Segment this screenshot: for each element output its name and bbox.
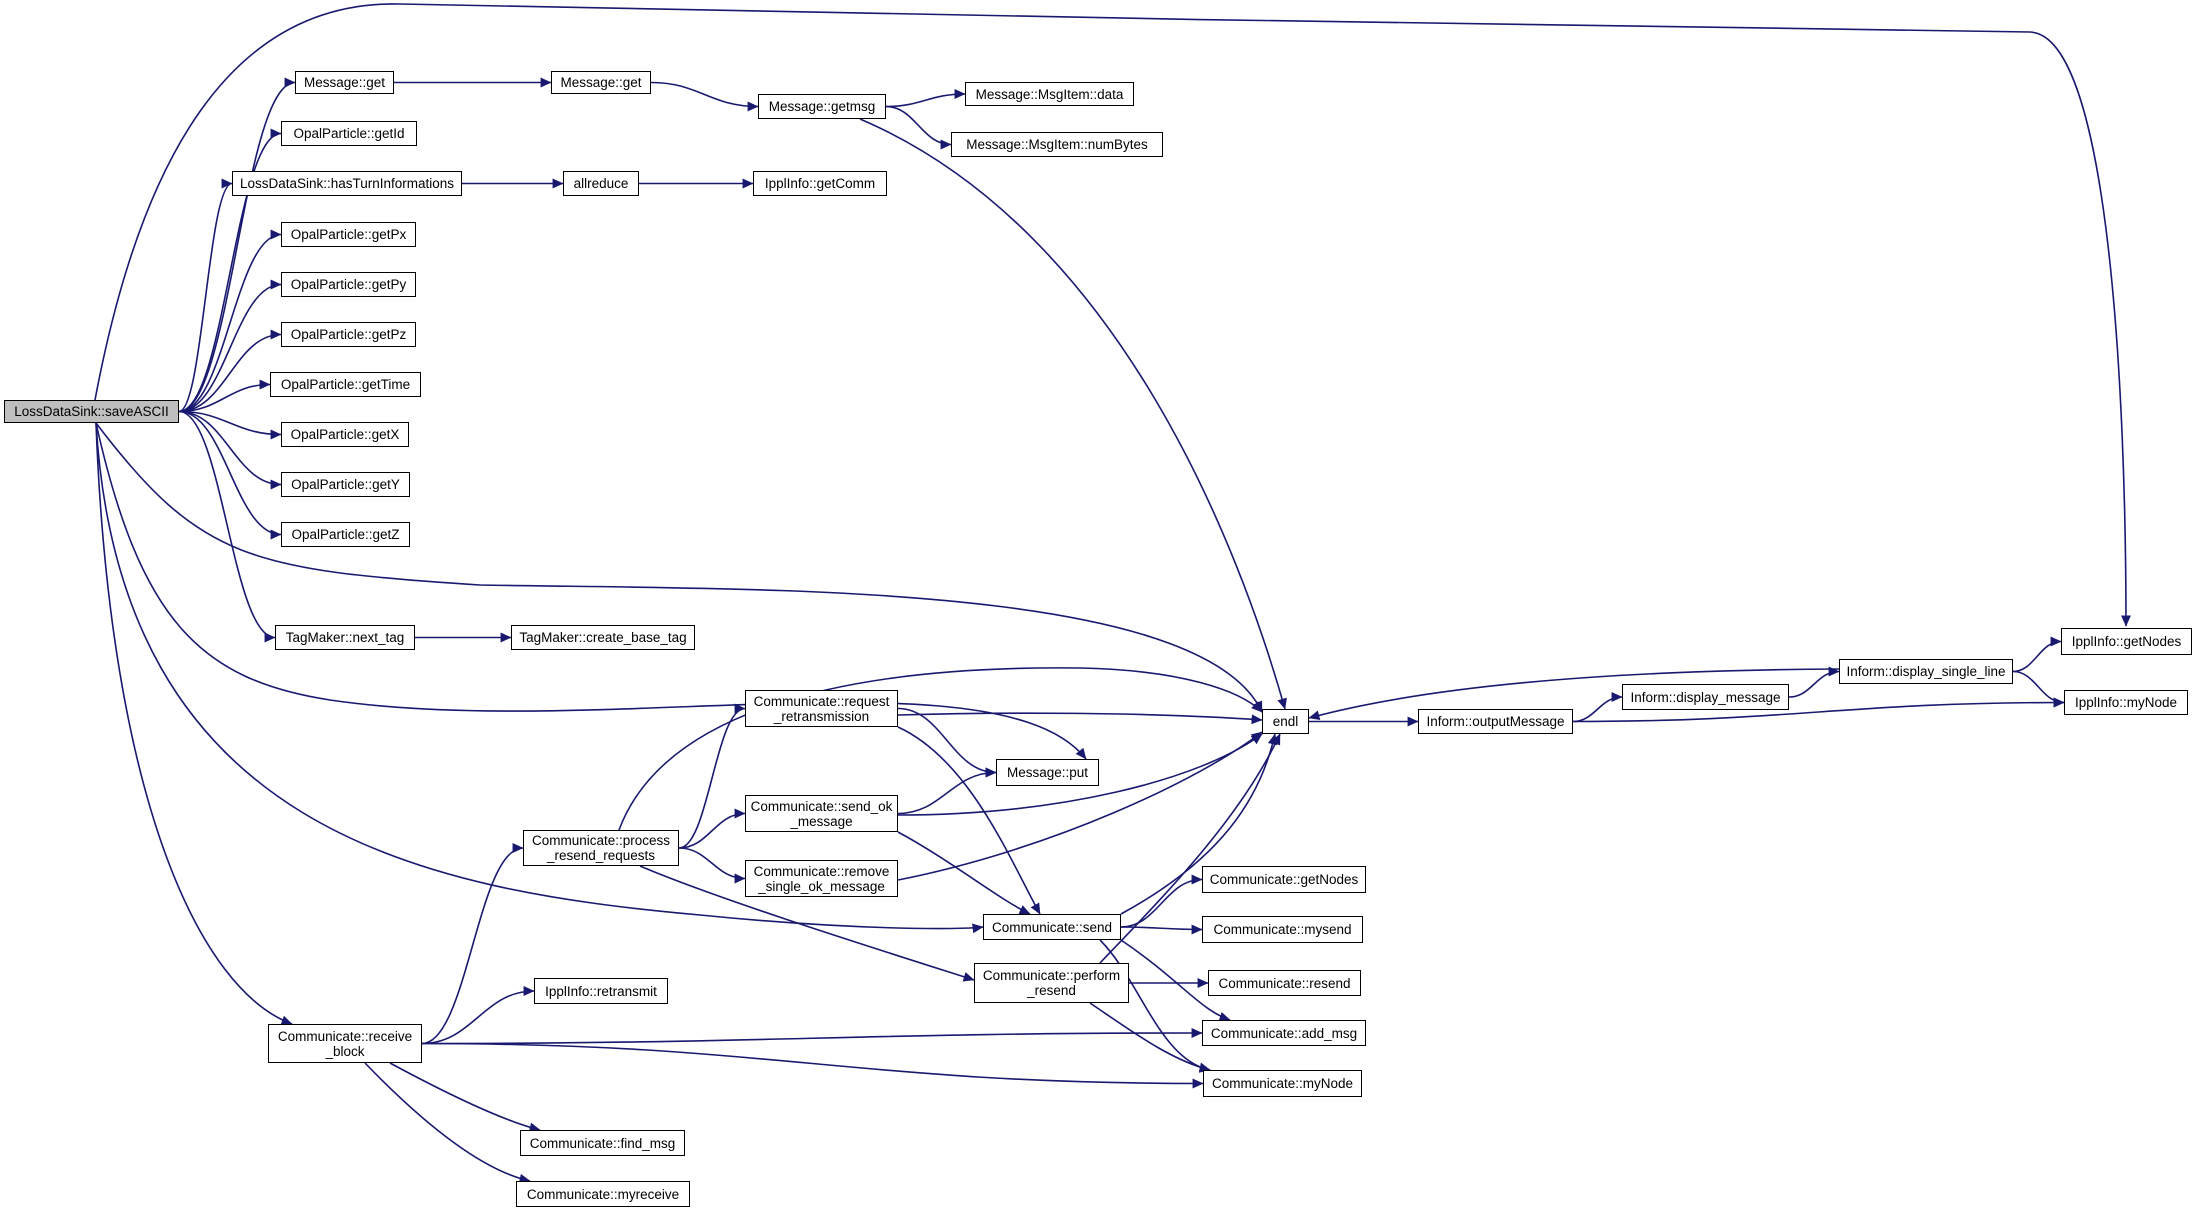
node-opal-getpx[interactable]: OpalParticle::getPx bbox=[281, 222, 416, 247]
call-edge-inform_dsl-to-ippl_getnodes bbox=[2012, 636, 2062, 673]
call-edge-comm_sendok-to-comm_send bbox=[897, 831, 1031, 915]
node-comm-send[interactable]: Communicate::send bbox=[983, 914, 1121, 940]
node-comm-getnodes[interactable]: Communicate::getNodes bbox=[1202, 866, 1366, 893]
node-comm-procresend[interactable]: Communicate::process _resend_requests bbox=[523, 830, 679, 866]
node-comm-recvblock[interactable]: Communicate::receive _block bbox=[268, 1024, 422, 1063]
call-edge-root-to-opal_gety bbox=[178, 410, 282, 490]
node-msg-getmsg[interactable]: Message::getmsg bbox=[758, 94, 886, 119]
call-edge-root-to-comm_recvblock bbox=[95, 422, 293, 1026]
call-edge-comm_removeok-to-endl bbox=[897, 731, 1263, 881]
call-edge-root-to-opal_getid bbox=[178, 128, 282, 413]
call-edge-root-to-comm_send bbox=[95, 422, 984, 934]
call-edge-inform_out-to-ippl_mynode bbox=[1572, 697, 2065, 723]
node-opal-gety[interactable]: OpalParticle::getY bbox=[281, 472, 410, 497]
node-opal-getz[interactable]: OpalParticle::getZ bbox=[281, 522, 410, 547]
call-edge-msg_getmsg-to-endl bbox=[859, 118, 1287, 710]
node-ippl-getnodes[interactable]: IpplInfo::getNodes bbox=[2061, 628, 2192, 655]
node-lds-hasturn[interactable]: LossDataSink::hasTurnInformations bbox=[232, 171, 462, 196]
call-edge-comm_perfresend-to-comm_mynode bbox=[1089, 1002, 1211, 1073]
node-comm-resend[interactable]: Communicate::resend bbox=[1208, 970, 1361, 996]
call-edge-root-to-opal_getz bbox=[178, 410, 282, 540]
call-edge-root-to-opal_getpy bbox=[178, 279, 282, 413]
call-edge-msg_getmsg-to-msgitem_data bbox=[885, 89, 966, 108]
call-edge-comm_procresend-to-comm_perfresend bbox=[639, 865, 975, 982]
call-edge-root-to-opal_getpx bbox=[178, 229, 282, 413]
node-msg-get2[interactable]: Message::get bbox=[551, 71, 651, 94]
call-edge-comm_procresend-to-comm_removeok bbox=[678, 847, 746, 884]
call-edge-comm_sendok-to-msg_put bbox=[897, 767, 997, 815]
node-allreduce[interactable]: allreduce bbox=[563, 171, 639, 196]
node-ippl-mynode[interactable]: IpplInfo::myNode bbox=[2064, 690, 2188, 715]
call-edge-comm_perfresend-to-endl bbox=[1099, 733, 1281, 964]
call-edge-inform_dsl-to-ippl_mynode bbox=[2012, 670, 2065, 708]
call-edge-root-to-opal_gettime bbox=[178, 379, 271, 413]
call-edge-comm_recvblock-to-comm_procresend bbox=[421, 843, 524, 1045]
node-msg-put[interactable]: Message::put bbox=[996, 759, 1099, 786]
call-edge-comm_recvblock-to-comm_addmsg bbox=[421, 1028, 1203, 1045]
call-edge-root-to-msg_put bbox=[95, 422, 1087, 760]
call-edge-root-to-lds_hasturn bbox=[178, 178, 233, 413]
node-root: LossDataSink::saveASCII bbox=[4, 400, 179, 423]
node-ippl-getcomm[interactable]: IpplInfo::getComm bbox=[753, 171, 887, 196]
call-edge-comm_reqretrans-to-comm_send bbox=[897, 726, 1041, 915]
call-edge-msg_get2-to-msg_getmsg bbox=[650, 81, 759, 112]
call-edge-root-to-ippl_getnodes bbox=[94, 3, 2131, 627]
node-inform-out[interactable]: Inform::outputMessage bbox=[1418, 709, 1573, 734]
call-edge-comm_send-to-comm_mynode bbox=[1099, 939, 1211, 1073]
call-edge-comm_send-to-comm_addmsg bbox=[1120, 939, 1231, 1022]
call-edge-comm_reqretrans-to-msg_put bbox=[897, 707, 997, 778]
call-edge-root-to-tag_next bbox=[178, 410, 276, 643]
node-opal-getpz[interactable]: OpalParticle::getPz bbox=[281, 322, 416, 347]
call-edge-comm_send-to-comm_getnodes bbox=[1120, 874, 1203, 928]
node-comm-perfresend[interactable]: Communicate::perform _resend bbox=[974, 963, 1129, 1003]
node-opal-getx[interactable]: OpalParticle::getX bbox=[281, 422, 409, 447]
call-edge-inform_dm-to-inform_dsl bbox=[1788, 666, 1840, 698]
call-edge-comm_recvblock-to-comm_mynode bbox=[421, 1042, 1204, 1089]
node-comm-findmsg[interactable]: Communicate::find_msg bbox=[520, 1130, 685, 1156]
node-tag-create[interactable]: TagMaker::create_base_tag bbox=[511, 625, 695, 650]
node-endl[interactable]: endl bbox=[1262, 709, 1309, 734]
call-edge-comm_recvblock-to-ippl_retransmit bbox=[421, 986, 535, 1045]
call-edge-root-to-opal_getpz bbox=[178, 329, 282, 413]
node-opal-getid[interactable]: OpalParticle::getId bbox=[281, 121, 417, 146]
node-opal-getpy[interactable]: OpalParticle::getPy bbox=[281, 272, 416, 297]
node-comm-sendok[interactable]: Communicate::send_ok _message bbox=[745, 795, 898, 832]
node-inform-dm[interactable]: Inform::display_message bbox=[1622, 684, 1789, 710]
call-edge-root-to-endl bbox=[95, 422, 1263, 713]
call-edge-comm_send-to-comm_mysend bbox=[1120, 924, 1203, 935]
node-msgitem-data[interactable]: Message::MsgItem::data bbox=[965, 82, 1134, 106]
call-edge-comm_procresend-to-endl bbox=[618, 667, 1263, 831]
node-comm-mynode[interactable]: Communicate::myNode bbox=[1203, 1070, 1362, 1097]
call-edge-inform_dsl-to-endl bbox=[1308, 668, 1840, 721]
node-comm-reqretrans[interactable]: Communicate::request _retransmission bbox=[745, 690, 898, 727]
node-msg-get1[interactable]: Message::get bbox=[295, 71, 394, 94]
node-inform-dsl[interactable]: Inform::display_single_line bbox=[1839, 659, 2013, 684]
call-edge-root-to-opal_getx bbox=[178, 410, 282, 440]
node-comm-addmsg[interactable]: Communicate::add_msg bbox=[1202, 1020, 1366, 1046]
call-edge-comm_recvblock-to-comm_myreceive bbox=[364, 1062, 531, 1184]
call-edge-msg_getmsg-to-msgitem_numbytes bbox=[885, 105, 952, 150]
node-msgitem-numbytes[interactable]: Message::MsgItem::numBytes bbox=[951, 132, 1163, 157]
call-edge-comm_procresend-to-comm_reqretrans bbox=[678, 703, 746, 849]
node-tag-next[interactable]: TagMaker::next_tag bbox=[275, 625, 415, 650]
node-opal-gettime[interactable]: OpalParticle::getTime bbox=[270, 372, 421, 397]
call-edge-comm_procresend-to-comm_sendok bbox=[678, 808, 746, 849]
node-ippl-retransmit[interactable]: IpplInfo::retransmit bbox=[534, 978, 668, 1004]
node-comm-mysend[interactable]: Communicate::mysend bbox=[1202, 916, 1363, 943]
node-comm-removeok[interactable]: Communicate::remove _single_ok_message bbox=[745, 860, 898, 897]
node-comm-myreceive[interactable]: Communicate::myreceive bbox=[516, 1181, 690, 1207]
call-edge-comm_reqretrans-to-endl bbox=[897, 712, 1263, 725]
call-edge-comm_recvblock-to-comm_findmsg bbox=[389, 1062, 541, 1133]
